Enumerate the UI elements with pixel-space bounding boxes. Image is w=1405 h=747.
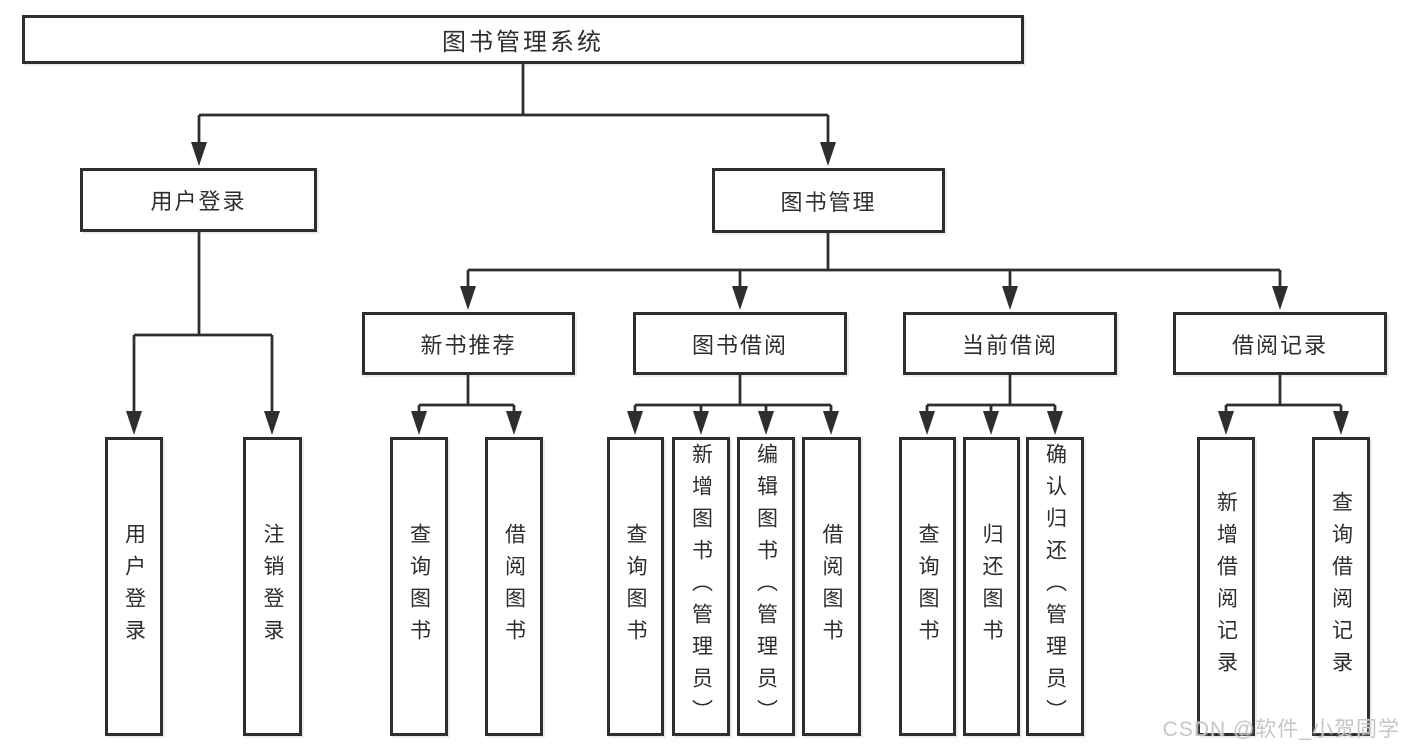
arrow-down-icon (627, 411, 643, 435)
arrow-down-icon (732, 286, 748, 310)
leaf-borrowing-edit-books-admin-label: 编辑图书（管理员） (754, 442, 778, 731)
node-book-management: 图书管理 (712, 168, 945, 233)
leaf-current-confirm-return-admin: 确认归还（管理员） (1026, 437, 1084, 736)
leaf-user-login-label: 用户登录 (122, 522, 146, 651)
connector-user-login-to-leaves (126, 232, 280, 435)
node-current-borrowing-label: 当前借阅 (961, 332, 1058, 358)
node-book-borrowing-label: 图书借阅 (691, 332, 788, 358)
leaf-logout: 注销登录 (243, 437, 302, 736)
arrow-down-icon (919, 411, 935, 435)
leaf-current-return-books-label: 归还图书 (980, 522, 1003, 651)
arrow-down-icon (506, 411, 522, 435)
arrow-down-icon (983, 411, 999, 435)
leaf-borrowing-add-books-admin-label: 新增图书（管理员） (689, 442, 713, 731)
leaf-logout-label: 注销登录 (261, 522, 284, 651)
arrow-down-icon (460, 286, 476, 310)
arrow-down-icon (126, 411, 142, 435)
connector-root-to-level2 (191, 64, 836, 166)
leaf-records-add-record-label: 新增借阅记录 (1214, 490, 1238, 683)
node-book-borrowing: 图书借阅 (633, 312, 847, 375)
node-new-book-recommend: 新书推荐 (362, 312, 575, 375)
node-borrowing-records-label: 借阅记录 (1231, 332, 1328, 358)
arrow-down-icon (823, 411, 839, 435)
leaf-borrowing-borrow-books-label: 借阅图书 (820, 522, 843, 651)
leaf-borrowing-edit-books-admin: 编辑图书（管理员） (737, 437, 795, 736)
node-new-book-recommend-label: 新书推荐 (420, 332, 517, 358)
leaf-borrowing-add-books-admin: 新增图书（管理员） (672, 437, 730, 736)
arrow-down-icon (191, 142, 207, 166)
leaf-newbook-query-books-label: 查询图书 (407, 522, 431, 651)
connector-book-borrowing-to-leaves (627, 375, 839, 435)
connector-current-borrowing-to-leaves (919, 375, 1063, 435)
node-user-login: 用户登录 (80, 168, 317, 232)
node-user-login-label: 用户登录 (150, 189, 247, 214)
leaf-borrowing-query-books: 查询图书 (607, 437, 664, 736)
arrow-down-icon (411, 411, 427, 435)
leaf-records-add-record: 新增借阅记录 (1197, 437, 1255, 736)
arrow-down-icon (1218, 411, 1234, 435)
node-book-management-label: 图书管理 (780, 189, 877, 215)
leaf-current-confirm-return-admin-label: 确认归还（管理员） (1043, 442, 1067, 731)
node-root-label: 图书管理系统 (442, 29, 604, 56)
leaf-newbook-query-books: 查询图书 (390, 437, 448, 736)
leaf-current-query-books: 查询图书 (899, 437, 956, 736)
arrow-down-icon (1002, 286, 1018, 310)
connector-new-book-recommend-to-leaves (411, 375, 522, 435)
arrow-down-icon (264, 411, 280, 435)
arrow-down-icon (1047, 411, 1063, 435)
node-borrowing-records: 借阅记录 (1173, 312, 1387, 375)
leaf-records-query-record-label: 查询借阅记录 (1329, 490, 1353, 683)
leaf-borrowing-borrow-books: 借阅图书 (802, 437, 861, 736)
leaf-user-login: 用户登录 (105, 437, 163, 736)
leaf-borrowing-query-books-label: 查询图书 (624, 522, 647, 651)
arrow-down-icon (1333, 411, 1349, 435)
node-current-borrowing: 当前借阅 (903, 312, 1117, 375)
arrow-down-icon (820, 142, 836, 166)
arrow-down-icon (758, 411, 774, 435)
connector-book-management-to-level3 (460, 233, 1288, 310)
leaf-newbook-borrow-books: 借阅图书 (485, 437, 543, 736)
leaf-current-query-books-label: 查询图书 (916, 522, 939, 651)
leaf-records-query-record: 查询借阅记录 (1312, 437, 1370, 736)
leaf-newbook-borrow-books-label: 借阅图书 (502, 522, 526, 651)
leaf-current-return-books: 归还图书 (963, 437, 1020, 736)
connector-borrowing-records-to-leaves (1218, 375, 1349, 435)
arrow-down-icon (693, 411, 709, 435)
arrow-down-icon (1272, 286, 1288, 310)
csdn-watermark: CSDN @软件_小贺同学 (1162, 718, 1400, 741)
node-root: 图书管理系统 (22, 15, 1024, 64)
